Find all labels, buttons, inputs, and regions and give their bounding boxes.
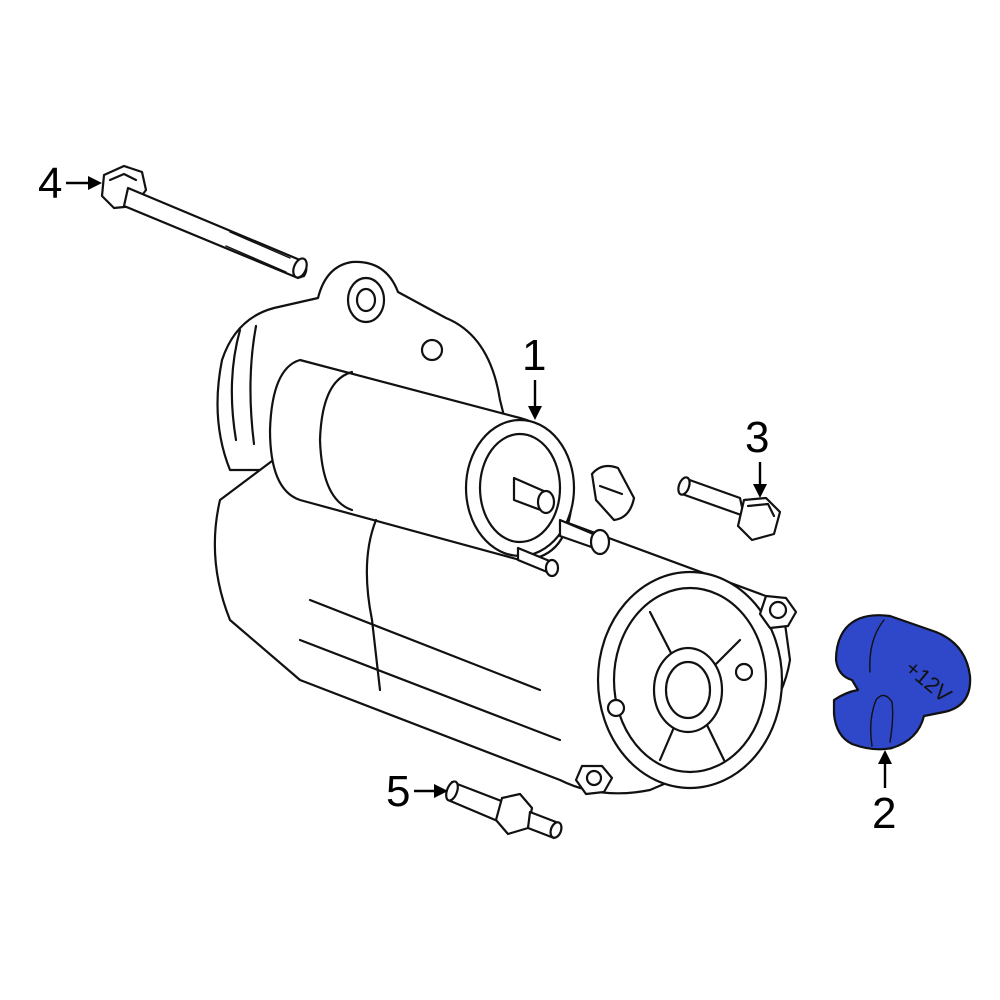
callout-label-4: 4 (38, 159, 62, 208)
terminal-cover-part-2[interactable]: +12V (832, 614, 972, 751)
callout-label-1: 1 (522, 331, 546, 380)
callout-4: 4 (38, 159, 102, 208)
stud-bolt-part-5[interactable] (444, 780, 564, 840)
long-bolt-part-4[interactable] (100, 164, 309, 280)
callout-label-2: 2 (872, 789, 896, 838)
callout-2: 2 (872, 750, 896, 838)
terminal-cover-body (832, 614, 972, 751)
short-bolt-part-3[interactable] (676, 476, 782, 542)
callout-label-5: 5 (386, 767, 410, 816)
callout-3: 3 (745, 413, 769, 498)
starter-motor-part-1[interactable] (213, 260, 798, 796)
callout-label-3: 3 (745, 413, 769, 462)
callout-1: 1 (522, 331, 546, 420)
callout-5: 5 (386, 767, 448, 816)
